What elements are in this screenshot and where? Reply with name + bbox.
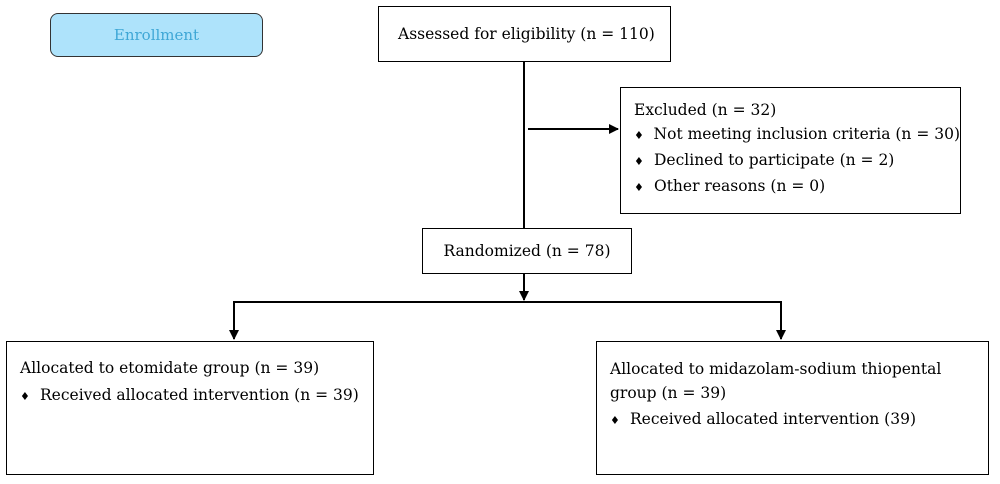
right-group-title-line2: group (n = 39): [610, 384, 727, 402]
enrollment-label: Enrollment: [50, 13, 263, 57]
right-group-title-line1: Allocated to midazolam-sodium thiopental: [610, 360, 942, 378]
right-group-item-text: Received allocated intervention (39): [630, 410, 917, 428]
right-group-box: Allocated to midazolam-sodium thiopental…: [596, 341, 989, 475]
diamond-bullet-icon: ♦: [20, 390, 30, 403]
assessed-text: Assessed for eligibility (n = 110): [398, 25, 655, 43]
list-item: ♦ Not meeting inclusion criteria (n = 30…: [634, 122, 960, 148]
excluded-box: Excluded (n = 32) ♦ Not meeting inclusio…: [620, 87, 961, 214]
left-group-title: Allocated to etomidate group (n = 39): [20, 359, 320, 377]
assessed-box: Assessed for eligibility (n = 110): [378, 6, 671, 62]
diamond-bullet-icon: ♦: [634, 155, 644, 168]
list-item: ♦ Received allocated intervention (39): [610, 407, 988, 433]
excluded-item-text: Declined to participate (n = 2): [654, 151, 895, 169]
enrollment-label-text: Enrollment: [113, 26, 200, 44]
excluded-title: Excluded (n = 32): [634, 101, 777, 119]
left-group-item-text: Received allocated intervention (n = 39): [40, 386, 359, 404]
left-group-box: Allocated to etomidate group (n = 39) ♦ …: [6, 341, 374, 475]
list-item: ♦ Other reasons (n = 0): [634, 174, 960, 200]
diamond-bullet-icon: ♦: [634, 129, 644, 142]
diamond-bullet-icon: ♦: [634, 181, 644, 194]
randomized-box: Randomized (n = 78): [422, 228, 632, 274]
list-item: ♦ Received allocated intervention (n = 3…: [20, 383, 373, 409]
excluded-item-text: Not meeting inclusion criteria (n = 30): [653, 125, 960, 143]
randomized-text: Randomized (n = 78): [443, 242, 611, 260]
excluded-item-text: Other reasons (n = 0): [654, 177, 826, 195]
diamond-bullet-icon: ♦: [610, 414, 620, 427]
list-item: ♦ Declined to participate (n = 2): [634, 148, 960, 174]
